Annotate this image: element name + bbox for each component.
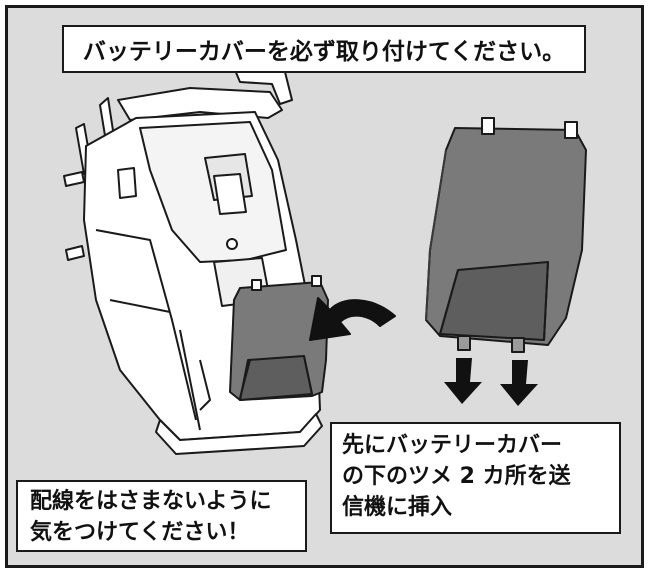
- down-arrows: [444, 358, 538, 406]
- down-arrow-left: [444, 358, 482, 404]
- battery-cover-detached: [425, 117, 587, 353]
- insert-arrow: [309, 297, 396, 341]
- down-arrow-right: [500, 360, 538, 406]
- wiring-caution-note: 配線をはさまないように 気をつけてください！: [16, 480, 307, 552]
- insert-tabs-note: 先にバッテリーカバー の下のツメ 2 カ所を送 信機に挿入: [330, 422, 621, 534]
- battery-cover-on-transmitter: [229, 275, 329, 401]
- title-banner: バッテリーカバーを必ず取り付けてください。: [62, 25, 586, 73]
